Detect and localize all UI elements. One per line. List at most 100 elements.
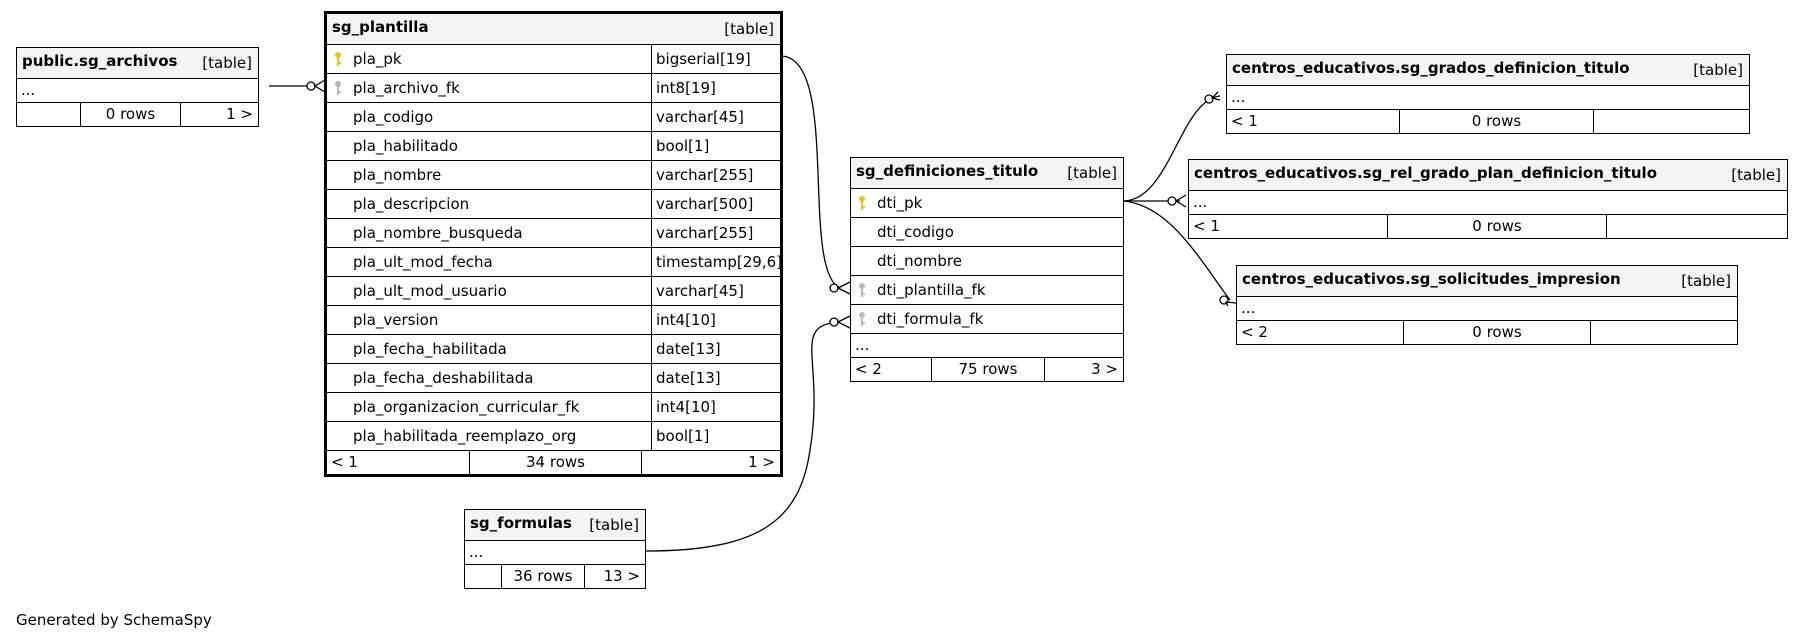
column-type: bool[1] [651,132,780,160]
crowfoot-relgrado [1174,194,1187,208]
crowfoot-definiciones-1 [836,281,851,295]
footer-parents [17,103,80,126]
collapsed-columns: ... [1189,190,1787,214]
table-type: [table] [724,20,774,38]
column-row[interactable]: pla_version int4[10] [327,305,780,334]
column-name: pla_archivo_fk [353,79,460,97]
footer-children: 3 > [1044,358,1123,381]
link-end-formulas [829,317,839,327]
column-row[interactable]: pla_fecha_deshabilitada date[13] [327,363,780,392]
table-footer: 36 rows 13 > [465,564,645,588]
table-sg-grados-definicion-titulo[interactable]: centros_educativos.sg_grados_definicion_… [1226,54,1750,134]
generator-credit: Generated by SchemaSpy [16,611,212,629]
table-name: centros_educativos.sg_solicitudes_impres… [1242,270,1621,288]
footer-rows: 0 rows [1399,110,1593,133]
foreign-key-icon [335,81,341,95]
table-sg-formulas[interactable]: sg_formulas [table] ... 36 rows 13 > [464,509,646,589]
column-row[interactable]: dti_nombre [851,246,1123,275]
table-sg-archivos[interactable]: public.sg_archivos [table] ... 0 rows 1 … [16,47,259,127]
column-row[interactable]: dti_formula_fk [851,304,1123,333]
table-type: [table] [1067,164,1117,182]
column-name: pla_version [353,311,439,329]
link-end-archivos [306,81,316,91]
column-row[interactable]: pla_archivo_fk int8[19] [327,73,780,102]
column-type: int4[10] [651,306,780,334]
column-row[interactable]: pla_codigo varchar[45] [327,102,780,131]
table-sg-rel-grado-plan-definicion-titulo[interactable]: centros_educativos.sg_rel_grado_plan_def… [1188,159,1788,239]
column-row[interactable]: dti_codigo [851,217,1123,246]
column-row[interactable]: dti_plantilla_fk [851,275,1123,304]
column-row[interactable]: pla_ult_mod_fecha timestamp[29,6] [327,247,782,276]
table-header: centros_educativos.sg_grados_definicion_… [1227,55,1749,85]
column-name: pla_habilitada_reemplazo_org [353,427,577,445]
primary-key-icon [335,52,341,66]
column-name: pla_organizacion_curricular_fk [353,398,580,416]
footer-children: 1 > [180,103,258,126]
table-footer: < 1 34 rows 1 > [327,450,780,474]
crowfoot-solicitudes [1224,301,1237,307]
footer-children [1590,321,1737,344]
table-header: sg_formulas [table] [465,510,645,540]
column-type: varchar[45] [651,103,780,131]
table-footer: < 1 0 rows [1189,214,1787,238]
column-type: date[13] [651,335,780,363]
link-plantilla-definiciones [781,55,841,289]
column-type: int8[19] [651,74,780,102]
table-footer: < 2 75 rows 3 > [851,357,1123,381]
column-name: dti_codigo [877,223,954,241]
crowfoot-grados [1210,91,1221,101]
table-name: sg_definiciones_titulo [856,162,1039,180]
column-row[interactable]: pla_habilitada_reemplazo_org bool[1] [327,421,780,450]
column-name: dti_plantilla_fk [877,281,986,299]
footer-children: 1 > [641,451,780,474]
column-type: varchar[45] [651,277,780,305]
link-end-solicitudes [1219,295,1229,305]
footer-rows: 75 rows [931,358,1044,381]
column-name: pla_habilitado [353,137,458,155]
footer-children: 13 > [584,565,645,588]
table-type: [table] [1693,61,1743,79]
column-row[interactable]: pla_habilitado bool[1] [327,131,780,160]
column-name: pla_ult_mod_fecha [353,253,493,271]
table-sg-solicitudes-impresion[interactable]: centros_educativos.sg_solicitudes_impres… [1236,265,1738,345]
table-header: sg_plantilla [table] [327,14,780,44]
link-end-plantilla [829,283,839,293]
footer-parents: < 1 [1193,217,1220,235]
table-footer: 0 rows 1 > [17,102,258,126]
table-header: centros_educativos.sg_solicitudes_impres… [1237,266,1737,296]
column-type: bool[1] [651,422,780,450]
column-name: pla_fecha_deshabilitada [353,369,534,387]
column-type: int4[10] [651,393,780,421]
column-name: pla_descripcion [353,195,470,213]
footer-children [1593,110,1749,133]
column-row[interactable]: dti_pk [851,188,1123,217]
table-type: [table] [1731,166,1781,184]
column-row[interactable]: pla_ult_mod_usuario varchar[45] [327,276,780,305]
foreign-key-icon [859,283,865,297]
collapsed-columns: ... [1227,85,1749,109]
collapsed-columns: ... [1237,296,1737,320]
column-type: date[13] [651,364,780,392]
column-name: pla_codigo [353,108,434,126]
link-end-relgrado [1167,196,1177,206]
table-name: centros_educativos.sg_rel_grado_plan_def… [1194,164,1658,182]
table-type: [table] [202,54,252,72]
footer-rows: 0 rows [80,103,180,126]
column-type: timestamp[29,6] [651,248,782,276]
column-row[interactable]: pla_organizacion_curricular_fk int4[10] [327,392,780,421]
footer-children [1606,215,1787,238]
column-type: varchar[255] [651,219,780,247]
column-type: bigserial[19] [651,45,780,73]
footer-rows: 0 rows [1403,321,1590,344]
collapsed-columns: ... [851,333,1123,357]
column-name: pla_ult_mod_usuario [353,282,507,300]
